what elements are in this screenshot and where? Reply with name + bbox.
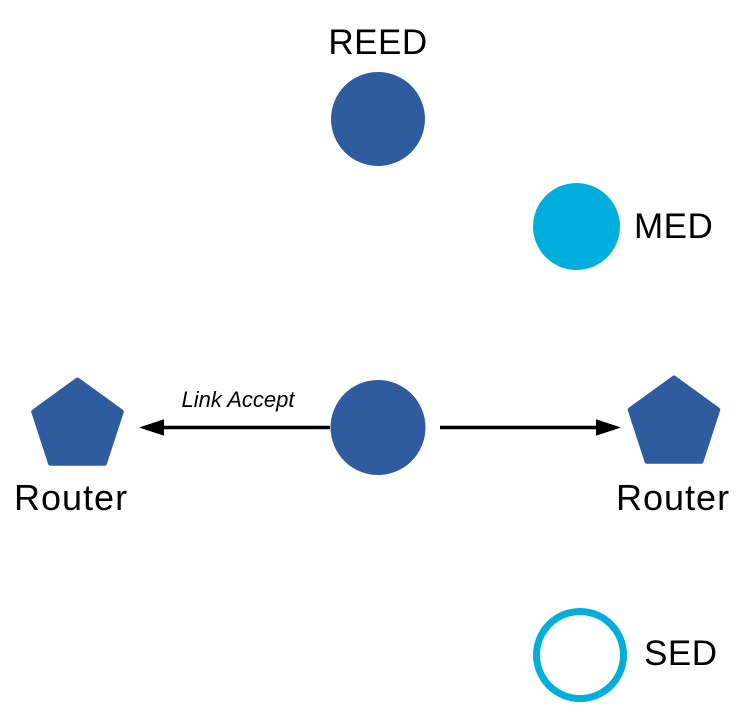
right-arrowhead-icon <box>596 419 621 436</box>
med-node-circle <box>533 183 620 270</box>
med-label: MED <box>634 207 714 246</box>
router-right-label: Router <box>616 477 731 518</box>
center-node-circle <box>330 380 426 475</box>
reed-label: REED <box>328 23 428 62</box>
router-left-pentagon <box>31 377 124 466</box>
router-right-pentagon <box>627 375 721 464</box>
sed-node-circle <box>533 608 627 702</box>
left-arrowhead-icon <box>139 419 164 436</box>
router-left-label: Router <box>14 477 129 518</box>
reed-node-circle <box>331 72 425 166</box>
link-accept-edge-label: Link Accept <box>181 387 295 412</box>
left-arrow <box>139 419 330 436</box>
right-arrow <box>440 419 621 436</box>
sed-label: SED <box>644 634 718 673</box>
